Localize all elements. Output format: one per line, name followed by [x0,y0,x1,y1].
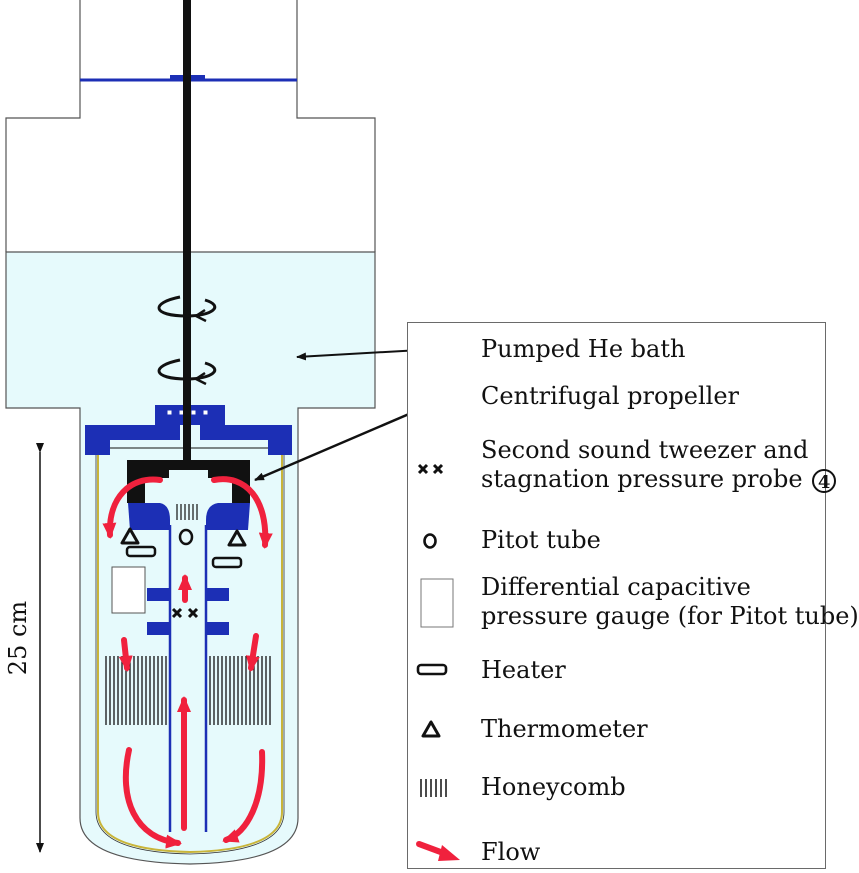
rotation-arrow-lower [157,358,217,381]
flow-arrow-icon [416,841,460,861]
legend-box: Pumped He bath Centrifugal propeller Sec… [407,322,859,869]
flow-arrow-bottom-right [222,749,266,843]
legend-gauge-line1: Differential capacitive [481,573,751,601]
inlet-cone-left [128,503,170,530]
legend-flow-label: Flow [481,838,541,866]
second-sound-tweezer-symbol [171,607,199,619]
second-sound-line2-text: stagnation pressure probe [481,465,803,493]
rotation-arrow-upper [157,295,217,318]
legend-heater-label: Heater [481,656,566,684]
heater-left [125,545,157,558]
tweezer-cross-icon [417,463,444,475]
cryostat-diagram [5,0,459,865]
pitot-tube-symbol [178,528,194,546]
flow-arrows [102,476,273,849]
support-block-lower-left [147,622,170,635]
thermometer-right [227,529,247,547]
inner-liner [97,455,283,854]
flow-arrow-top-right [211,476,273,549]
flange-left [85,425,180,455]
pressure-gauge-icon [420,578,454,628]
legend-second-sound-line1: Second sound tweezer and [481,436,809,464]
heater-right [211,556,243,569]
flow-arrow-top-left [102,476,163,539]
legend-centrifugal-propeller-label: Centrifugal propeller [481,382,740,410]
honeycomb-icon [420,779,447,797]
legend-pumped-he-bath-label: Pumped He bath [481,335,686,363]
support-block-lower-right [206,622,229,635]
propeller-shaft [183,0,191,466]
legend-pitot-tube-label: Pitot tube [481,526,601,554]
support-block-upper-left [147,588,170,601]
central-honeycomb [176,504,198,520]
legend-honeycomb-label: Honeycomb [481,773,626,801]
honeycomb-left [105,656,167,725]
heater-icon [416,663,448,676]
support-block-upper-right [206,588,229,601]
pressure-gauge [111,566,146,614]
cryostat-upper-outline [5,0,376,252]
thermometer-icon [421,720,441,738]
scale-label: 25 cm [3,598,33,678]
scale-label-text: 25 cm [4,600,32,676]
centrifugal-propeller [127,460,250,503]
central-channel [168,525,208,832]
flow-arrow-bottom-left [122,747,182,849]
probe-number-badge: 4 [812,468,837,493]
inlet-cone-right [206,503,250,530]
flow-arrow-right-down [245,633,260,672]
probe-number: 4 [817,471,831,493]
legend-second-sound-line2: stagnation pressure probe 4 [481,465,837,493]
thermometer-left [120,527,140,545]
pitot-circle-icon [423,533,437,549]
flange-right [200,425,292,455]
flow-arrow-left-down [118,637,133,672]
legend-thermometer-label: Thermometer [481,715,648,743]
legend-gauge-line2: pressure gauge (for Pitot tube) [481,602,859,630]
